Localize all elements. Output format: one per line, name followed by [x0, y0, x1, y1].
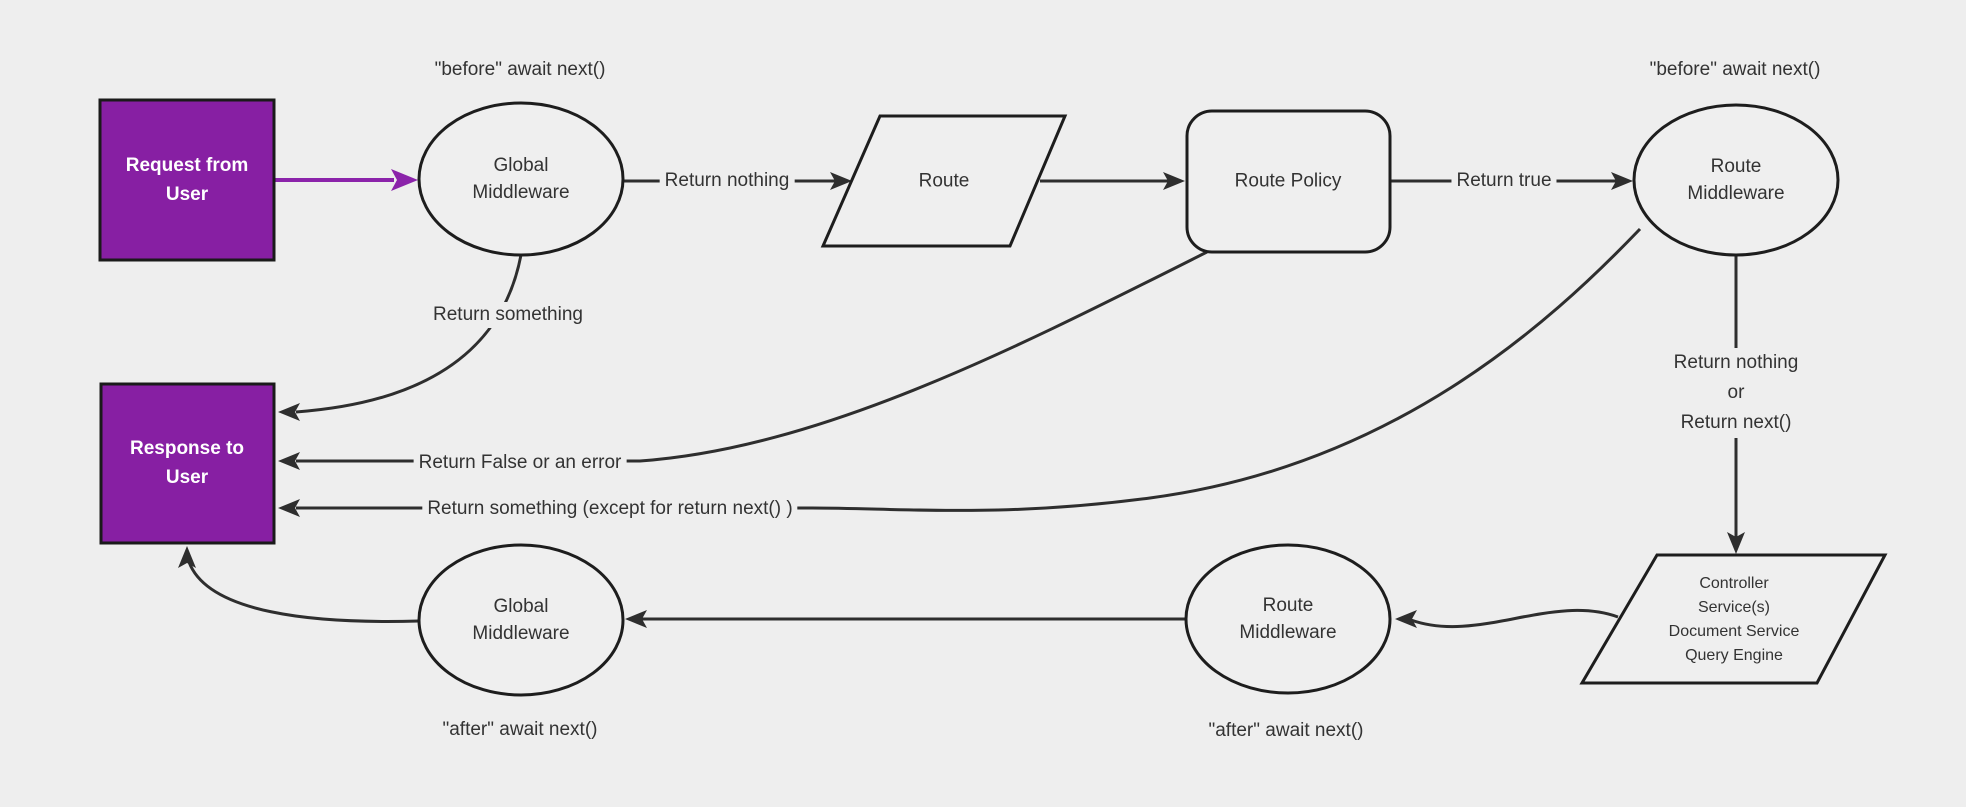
return-nothing-or-label: Return nothing or Return next()	[1667, 348, 1805, 438]
return-nothing-or-line-3: Return next()	[1680, 412, 1792, 433]
route-middleware-bottom-label: Route Middleware	[1239, 595, 1337, 643]
node-request-box	[98, 98, 276, 262]
controller-line-2: Service(s)	[1697, 599, 1770, 616]
return-something-except-label: Return something (except for return next…	[422, 496, 798, 522]
edge-globalmw-response-bottom	[187, 561, 420, 623]
controller-line-4: Query Engine	[1685, 647, 1783, 664]
arrowhead-group	[178, 172, 1745, 628]
edge-globalmw-response	[295, 254, 523, 414]
arrowhead-response-1	[278, 403, 300, 421]
node-controller-parallelogram	[1579, 553, 1888, 685]
after-await-left-label: "after" await next()	[442, 719, 598, 740]
node-global-middleware-top	[417, 101, 625, 257]
request-box-label: Request from User	[125, 155, 249, 205]
node-group	[98, 98, 1888, 697]
return-false-label: Return False or an error	[413, 450, 627, 476]
node-route-parallelogram	[820, 114, 1068, 248]
node-global-middleware-bottom	[417, 543, 625, 697]
arrowhead-route	[830, 172, 852, 190]
arrowhead-policy	[1163, 172, 1185, 190]
before-await-right-label: "before" await next()	[1649, 59, 1821, 80]
node-route-middleware-top	[1632, 103, 1840, 257]
route-middleware-top-label: Route Middleware	[1687, 156, 1785, 204]
edge-group	[187, 179, 1738, 629]
controller-label: Controller Service(s) Document Service Q…	[1669, 572, 1800, 668]
arrowhead-response-2	[278, 452, 300, 470]
arrowhead-routemw-top	[1611, 172, 1633, 190]
return-true-label: Return true	[1451, 168, 1557, 194]
arrowhead-response-3	[278, 499, 300, 517]
route-policy-label: Route Policy	[1234, 170, 1342, 192]
return-nothing-or-line-1: Return nothing	[1673, 352, 1799, 373]
edge-controller-routemw	[1410, 608, 1619, 629]
return-something-label: Return something	[428, 302, 588, 328]
route-label: Route	[918, 170, 970, 192]
arrowhead-request-globalmw	[391, 169, 418, 191]
return-nothing-or-line-2: or	[1727, 382, 1745, 403]
arrowhead-response-bottom	[178, 546, 196, 568]
arrowhead-globalmw-bottom	[625, 610, 647, 628]
node-response-box	[99, 382, 276, 545]
node-route-policy	[1185, 109, 1392, 254]
controller-line-3: Document Service	[1668, 623, 1800, 640]
node-route-middleware-bottom	[1184, 543, 1392, 695]
edge-routemw-response	[296, 227, 1642, 512]
return-nothing-label: Return nothing	[659, 168, 795, 194]
arrowhead-routemw-bottom	[1395, 610, 1417, 628]
controller-line-1: Controller	[1699, 575, 1769, 592]
global-middleware-bottom-label: Global Middleware	[472, 596, 570, 644]
edge-policy-response	[296, 250, 1208, 463]
global-middleware-top-label: Global Middleware	[472, 155, 570, 203]
after-await-right-label: "after" await next()	[1208, 720, 1364, 741]
response-box-label: Response to User	[129, 438, 245, 488]
before-await-left-label: "before" await next()	[434, 59, 606, 80]
arrowhead-controller	[1727, 532, 1745, 554]
